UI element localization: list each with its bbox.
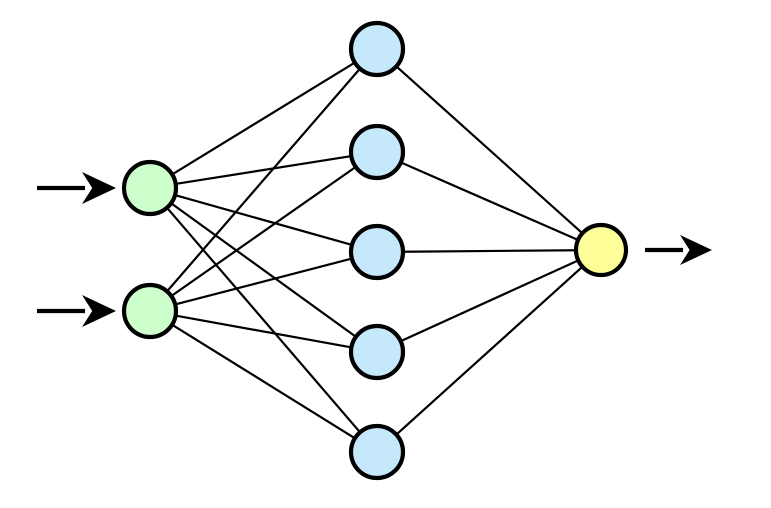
hidden-node-3[interactable] [348, 223, 406, 281]
output-arrow-1 [645, 235, 712, 265]
io-arrows-group [37, 172, 712, 327]
edge-h2-o1 [398, 160, 581, 242]
hidden-node-2[interactable] [348, 123, 406, 181]
nodes-group [121, 20, 629, 481]
edge-i1-h2 [173, 154, 354, 186]
hidden-node-5[interactable] [348, 423, 406, 481]
input-node-1[interactable] [121, 159, 179, 217]
edges-group [165, 60, 585, 440]
edge-h5-o1 [394, 264, 585, 437]
input-arrow-1 [37, 172, 116, 204]
input-arrow-2-head [82, 295, 116, 327]
input-node-2[interactable] [121, 282, 179, 340]
edge-i1-h3 [172, 193, 355, 247]
edge-i1-h1 [170, 60, 357, 177]
edge-i2-h5 [170, 323, 357, 440]
edge-h4-o1 [398, 258, 581, 343]
edge-h1-o1 [394, 64, 585, 236]
edge-h3-o1 [400, 249, 579, 253]
edge-i2-h2 [169, 165, 358, 298]
edge-i1-h5 [165, 205, 362, 435]
output-arrow-1-head [680, 235, 712, 265]
edge-i2-h4 [173, 314, 354, 349]
hidden-node-1[interactable] [348, 20, 406, 78]
edge-i2-h1 [165, 66, 362, 294]
input-arrow-1-head [82, 172, 116, 204]
edge-i1-h4 [169, 201, 358, 339]
output-node-1[interactable] [573, 222, 629, 278]
edge-i2-h3 [173, 257, 354, 306]
hidden-node-4[interactable] [348, 323, 406, 381]
input-arrow-2 [37, 295, 116, 327]
